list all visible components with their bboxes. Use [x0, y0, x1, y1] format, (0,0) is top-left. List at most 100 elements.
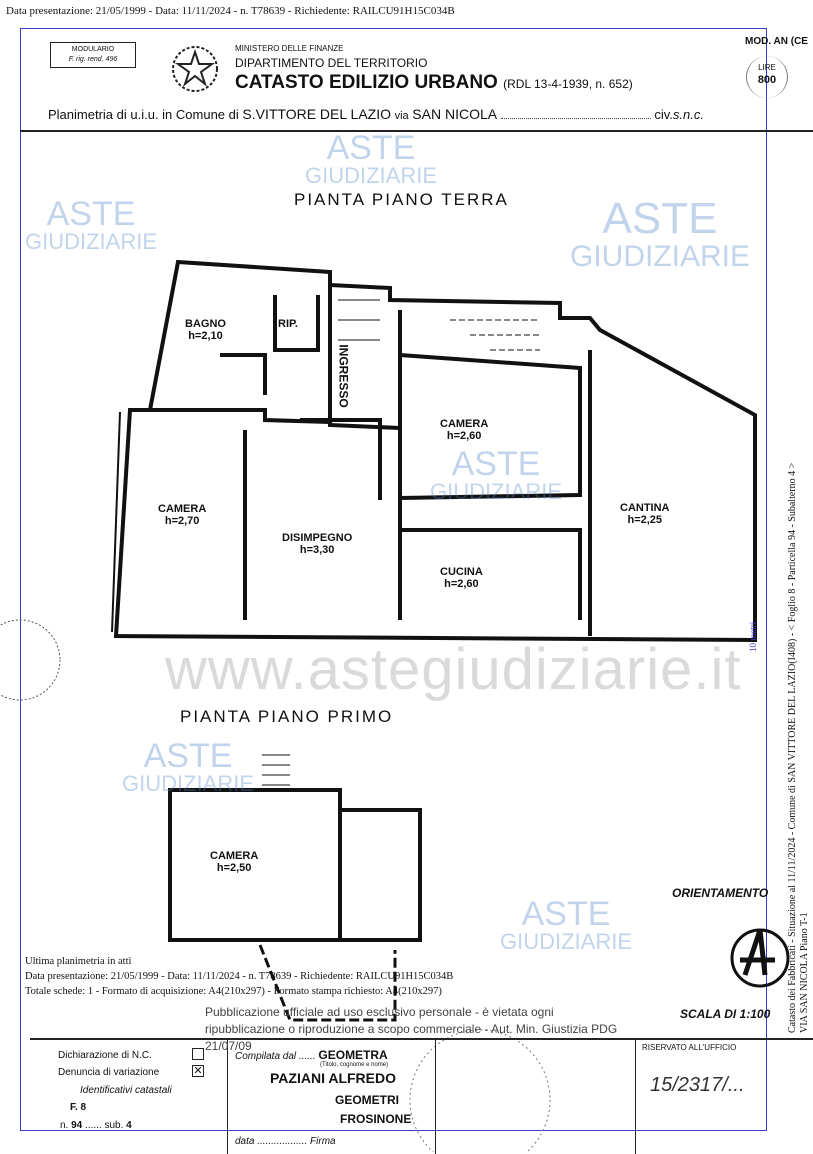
ministry: MINISTERO DELLE FINANZE: [235, 44, 344, 53]
wm-brand-sub: GIUDIZIARIE: [122, 771, 255, 796]
room-name: CUCINA: [440, 566, 483, 578]
overlay-totale: Totale schede: 1 - Formato di acquisizio…: [25, 986, 442, 997]
stamp: LIRE 800: [746, 56, 788, 98]
wm-brand: ASTE: [46, 195, 136, 233]
room-height: h=2,50: [216, 862, 252, 874]
albo: GEOMETRI: [335, 1093, 400, 1107]
law-ref: (RDL 13-4-1939, n. 652): [503, 77, 633, 91]
sub-value: 4: [126, 1120, 132, 1131]
plan-line: Planimetria di u.i.u. in Comune di S.VIT…: [48, 106, 813, 122]
wm-brand: ASTE: [602, 194, 718, 243]
wm-brand-sub: GIUDIZIARIE: [430, 479, 563, 504]
wm-brand: ASTE: [326, 129, 416, 167]
overlay-ultima: Ultima planimetria in atti: [25, 956, 132, 967]
wm-brand: ASTE: [451, 445, 541, 483]
compiler-name: PAZIANI ALFREDO: [270, 1070, 396, 1086]
modulario-ref: F. rig. rend. 496: [68, 56, 118, 63]
room-name: DISIMPEGNO: [282, 532, 353, 544]
room-name: CANTINA: [620, 502, 670, 514]
room-height: h=2,25: [627, 514, 663, 526]
stamp-value: 800: [757, 74, 777, 86]
print-frame: [20, 28, 767, 1131]
foglio: F. 8: [70, 1102, 87, 1113]
identificativi-label: Identificativi catastali: [80, 1085, 172, 1096]
riservato-label: RISERVATO ALL'UFFICIO: [642, 1043, 737, 1052]
via: SAN NICOLA: [412, 106, 498, 122]
room-ingresso: INGRESSO: [336, 344, 351, 408]
denuncia-label: Denuncia di variazione: [58, 1067, 160, 1078]
room-name: INGRESSO: [336, 344, 351, 408]
scale-bar-label: 10 metri: [748, 621, 758, 652]
room-name: CAMERA: [158, 503, 207, 515]
wm-brand: ASTE: [521, 895, 611, 933]
room-height: h=3,30: [299, 544, 335, 556]
stamp-label: LIRE: [758, 63, 776, 72]
sub-label: sub.: [104, 1120, 124, 1131]
civ: s.n.c.: [672, 107, 704, 122]
department: DIPARTIMENTO DEL TERRITORIO: [235, 56, 428, 70]
n-label: n.: [60, 1120, 69, 1131]
republic-emblem-icon: [172, 46, 218, 92]
compilata-row: Compilata dal ...... GEOMETRA: [235, 1048, 388, 1062]
particella-row: n. 94 ...... sub. 4: [60, 1120, 132, 1131]
catasto-title: CATASTO EDILIZIO URBANO (RDL 13-4-1939, …: [235, 72, 633, 94]
firma-label: Firma: [310, 1136, 336, 1147]
header-meta: Data presentazione: 21/05/1999 - Data: 1…: [6, 5, 455, 17]
wm-brand-sub: GIUDIZIARIE: [500, 929, 633, 954]
side-text-address: VIA SAN NICOLA Piano T-1: [799, 912, 810, 1033]
n-value: 94: [71, 1120, 83, 1131]
plan-prefix: Planimetria di u.i.u. in Comune di: [48, 107, 239, 122]
dich-nc-label: Dichiarazione di N.C.: [58, 1050, 152, 1061]
room-height: h=2,60: [446, 430, 482, 442]
office-note: 15/2317/...: [650, 1074, 745, 1096]
ground-floor-title: PIANTA PIANO TERRA: [294, 190, 509, 209]
first-floor-title: PIANTA PIANO PRIMO: [180, 707, 394, 726]
via-label: via: [394, 110, 409, 122]
catasto: CATASTO EDILIZIO URBANO: [235, 72, 498, 93]
data-firma-row: data .................. Firma: [235, 1136, 336, 1147]
footer-form: Dichiarazione di N.C. Denuncia di variaz…: [30, 1038, 813, 1154]
data-label: data: [235, 1136, 255, 1147]
room-name: RIP.: [278, 318, 298, 330]
scale-label: SCALA DI 1:100: [680, 1007, 771, 1021]
header-divider: [20, 130, 813, 132]
overlay-presentazione: Data presentazione: 21/05/1999 - Data: 1…: [25, 971, 454, 982]
modulario-box: MODULARIO F. rig. rend. 496: [50, 42, 136, 68]
compilata-label: Compilata dal: [235, 1051, 297, 1062]
dich-nc-checkbox[interactable]: [192, 1048, 204, 1060]
room-height: h=2,70: [164, 515, 200, 527]
room-name: BAGNO: [185, 318, 226, 330]
comune: S.VITTORE DEL LAZIO: [242, 106, 391, 122]
modulario-label: MODULARIO: [71, 46, 115, 53]
wm-brand-sub: GIUDIZIARIE: [25, 229, 158, 254]
room-rip: RIP.: [278, 318, 298, 330]
denuncia-checkbox-checked[interactable]: ✕: [192, 1065, 204, 1077]
wm-brand-sub: GIUDIZIARIE: [570, 240, 751, 273]
wm-brand-sub: GIUDIZIARIE: [305, 163, 438, 188]
civ-label: civ.: [654, 107, 673, 122]
model-code: MOD. AN (CE: [745, 36, 808, 47]
titolo: GEOMETRA: [318, 1048, 388, 1062]
wm-brand: ASTE: [143, 737, 233, 775]
room-name: CAMERA: [210, 850, 259, 862]
room-height: h=2,10: [188, 330, 223, 342]
watermark-notice: Pubblicazione ufficiale ad uso esclusivo…: [205, 1005, 618, 1053]
side-text-cadastre: Catasto dei Fabbricati - Situazione al 1…: [787, 462, 798, 1033]
room-height: h=2,60: [444, 578, 479, 590]
provincia: FROSINONE: [340, 1112, 412, 1126]
watermark-site: www.astegiudiziarie.it: [165, 637, 742, 702]
